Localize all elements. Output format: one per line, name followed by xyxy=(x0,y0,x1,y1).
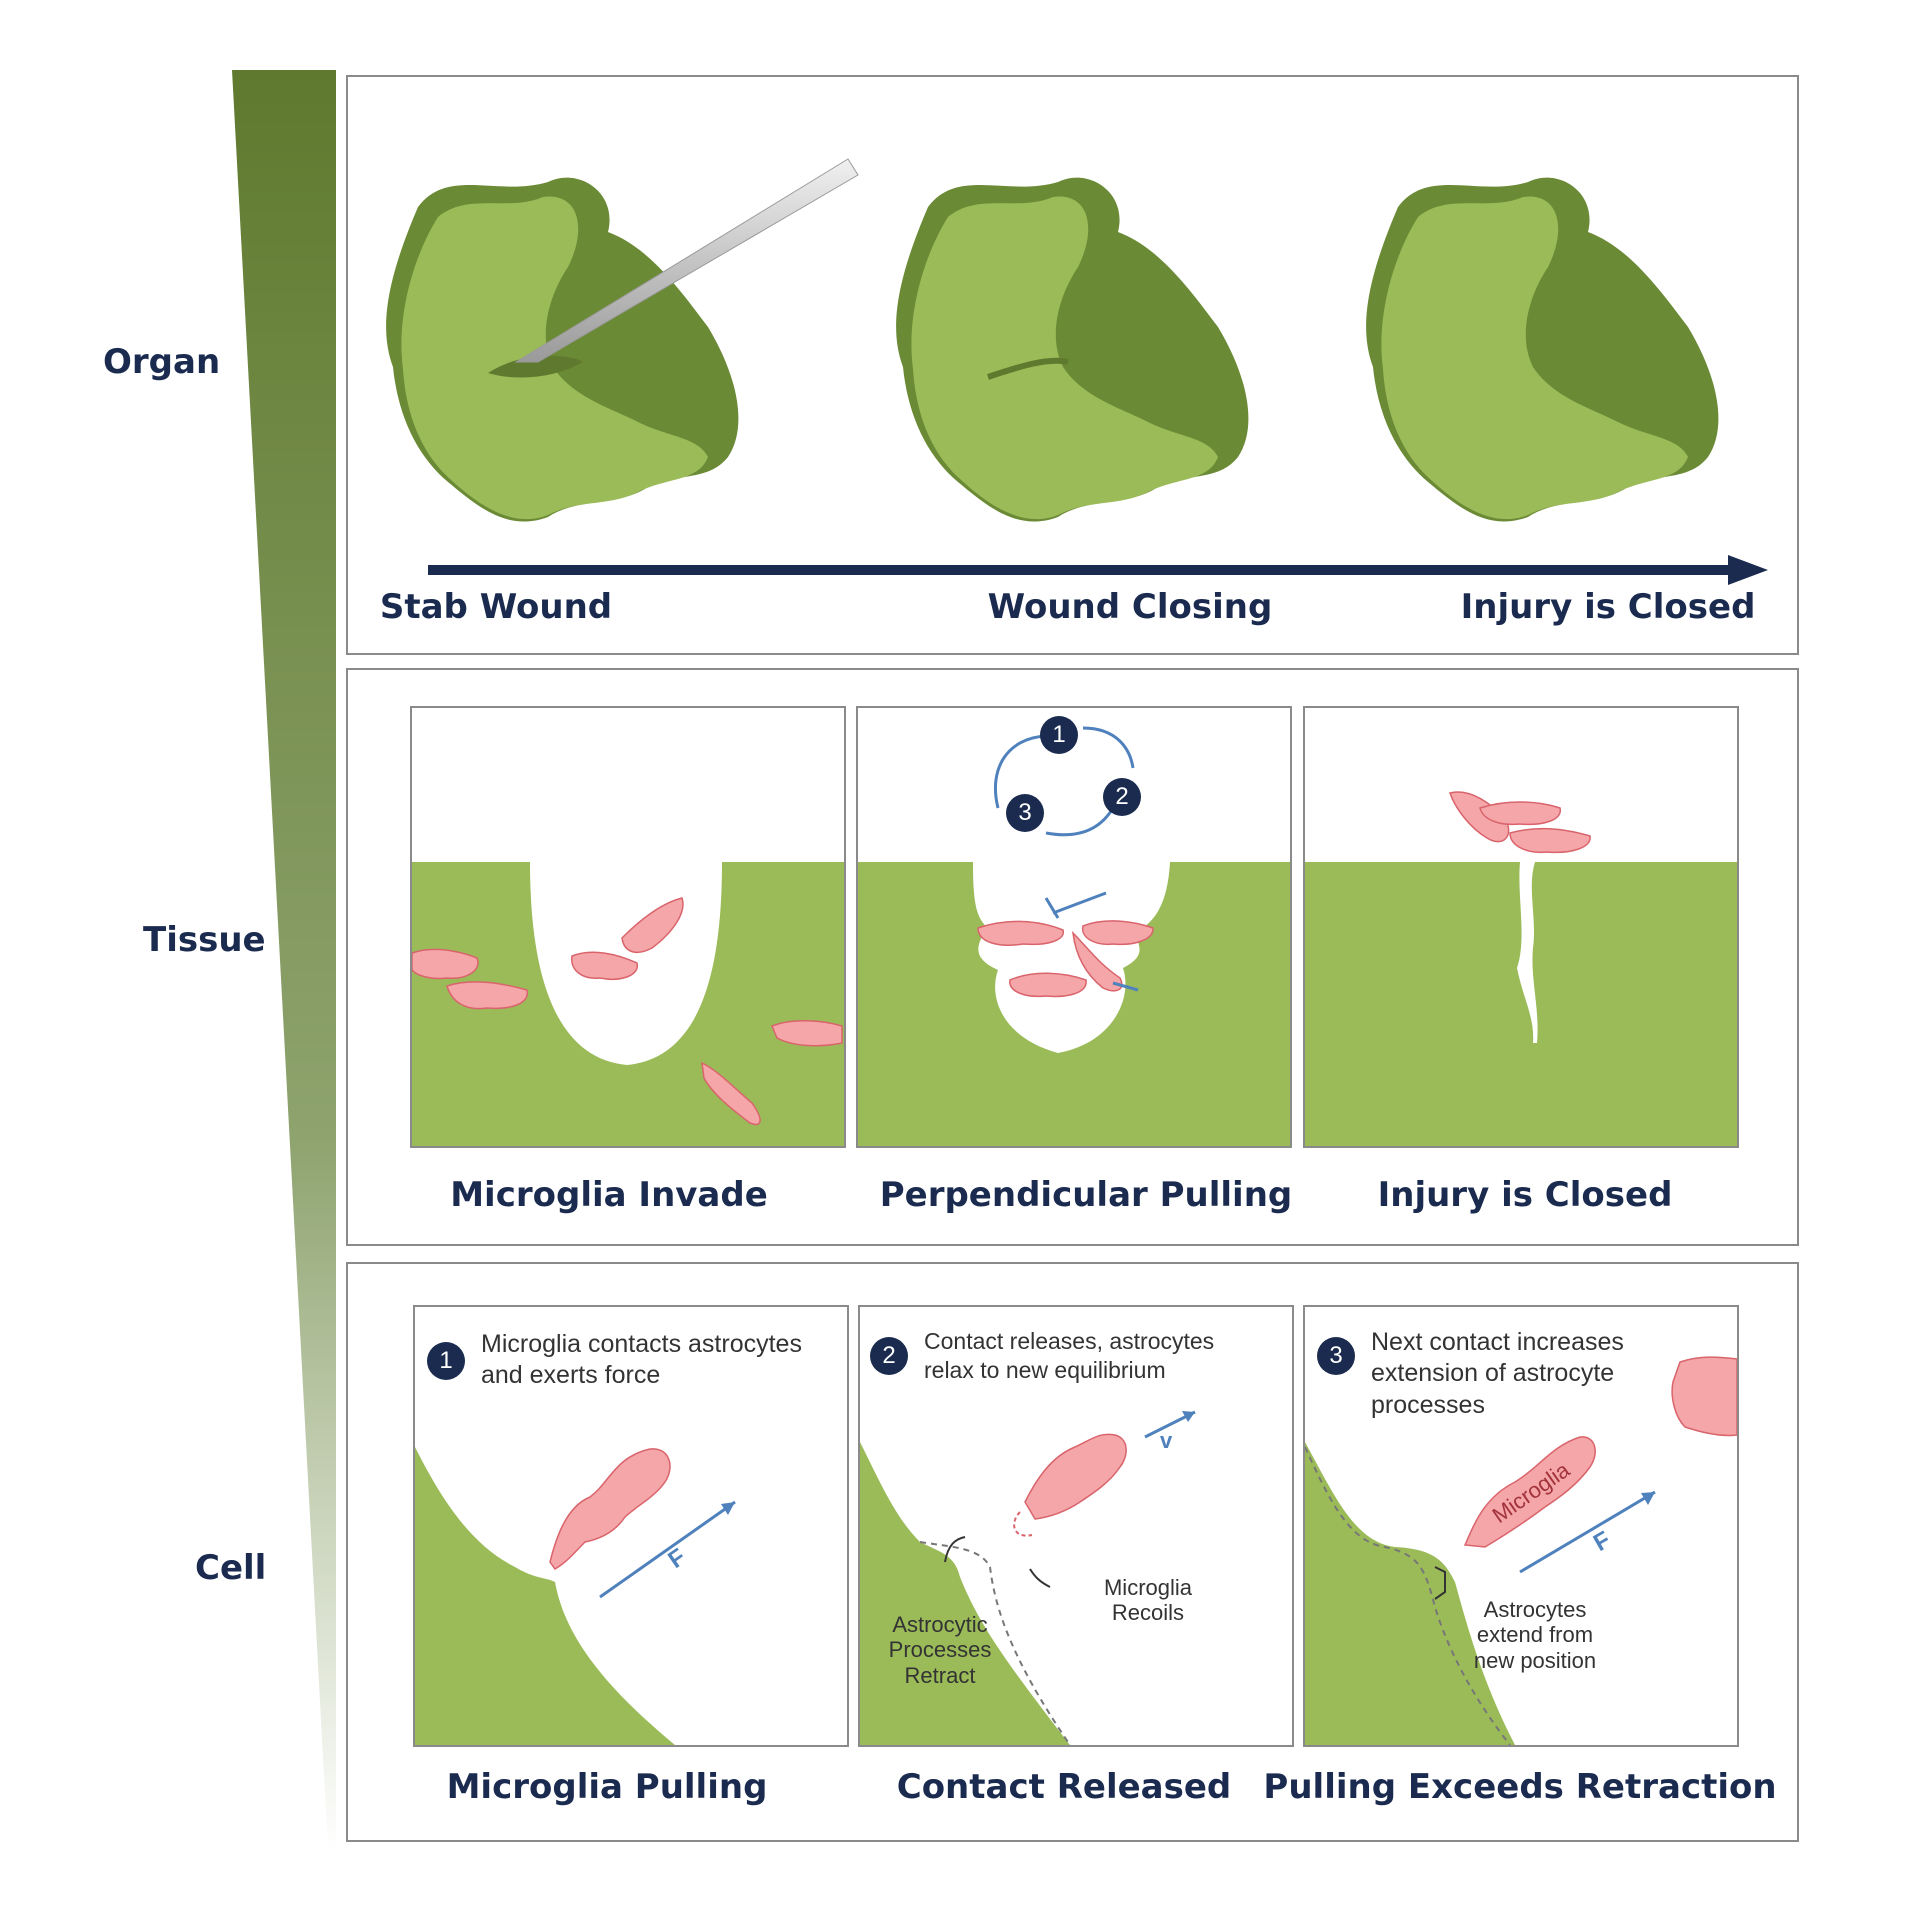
needle xyxy=(514,158,859,363)
time-arrow-head xyxy=(1728,555,1768,585)
step-3-text: Next contact increases extension of astr… xyxy=(1371,1328,1624,1419)
caption-wound-closing: Wound Closing xyxy=(987,587,1273,627)
scale-label-tissue: Tissue xyxy=(143,920,266,960)
scale-gradient-bar xyxy=(232,70,336,1850)
microglia-cluster xyxy=(977,920,1154,998)
organ-panel xyxy=(346,75,1799,655)
caption-microglia-pulling: Microglia Pulling xyxy=(446,1767,768,1807)
microglia-cell xyxy=(549,1448,671,1570)
extend-note: Astrocytes extend from new position xyxy=(1473,1597,1597,1673)
velocity-label: v xyxy=(1160,1428,1173,1453)
cycle-step-1: 1 xyxy=(1040,716,1078,754)
caption-pulling-exceeds-retraction: Pulling Exceeds Retraction xyxy=(1263,1767,1777,1807)
caption-contact-released: Contact Released xyxy=(896,1767,1232,1807)
scale-label-cell: Cell xyxy=(195,1548,267,1588)
step-2-text: Contact releases, astrocytes relax to ne… xyxy=(924,1328,1215,1383)
step-1-text: Microglia contacts astrocytes and exerts… xyxy=(481,1330,802,1390)
cell-pulling-exceeds-retraction: 3 Next contact increases extension of as… xyxy=(1303,1305,1739,1747)
step-number-2: 2 xyxy=(870,1337,908,1375)
retract-note: Astrocytic Processes Retract xyxy=(888,1612,992,1688)
step-number-1: 1 xyxy=(427,1342,465,1380)
caption-injury-closed-organ: Injury is Closed xyxy=(1460,587,1756,627)
cycle-step-3: 3 xyxy=(1006,794,1044,832)
step-number-3: 3 xyxy=(1317,1337,1355,1375)
organ-illustrations xyxy=(386,158,1768,585)
cycle-step-2: 2 xyxy=(1103,778,1141,816)
microglia-cell xyxy=(1024,1433,1127,1520)
cell-contact-released: 2 Contact releases, astrocytes relax to … xyxy=(858,1305,1294,1747)
force-arrow xyxy=(599,1500,736,1599)
tissue-perpendicular-pulling: 1 2 3 xyxy=(856,706,1292,1148)
force-arrow xyxy=(1519,1490,1656,1574)
caption-microglia-invade: Microglia Invade xyxy=(450,1175,768,1215)
caption-perpendicular-pulling: Perpendicular Pulling xyxy=(879,1175,1293,1215)
caption-stab-wound: Stab Wound xyxy=(379,587,613,627)
microglia-cluster-closed xyxy=(1449,791,1591,854)
cycle-arrows xyxy=(993,726,1139,992)
microglia-cell-edge xyxy=(1671,1356,1737,1437)
tissue-injury-closed xyxy=(1303,706,1739,1148)
caption-injury-closed-tissue: Injury is Closed xyxy=(1377,1175,1673,1215)
microglia-cell xyxy=(412,897,843,1126)
previous-boundary xyxy=(919,1541,1071,1745)
tissue-microglia-invade xyxy=(410,706,846,1148)
cell-microglia-pulling: 1 Microglia contacts astrocytes and exer… xyxy=(413,1305,849,1747)
recoil-note: Microglia Recoils xyxy=(1103,1575,1193,1626)
previous-boundary xyxy=(1305,1446,1511,1745)
scale-label-organ: Organ xyxy=(103,342,221,382)
microglia-cell xyxy=(1463,1436,1596,1548)
